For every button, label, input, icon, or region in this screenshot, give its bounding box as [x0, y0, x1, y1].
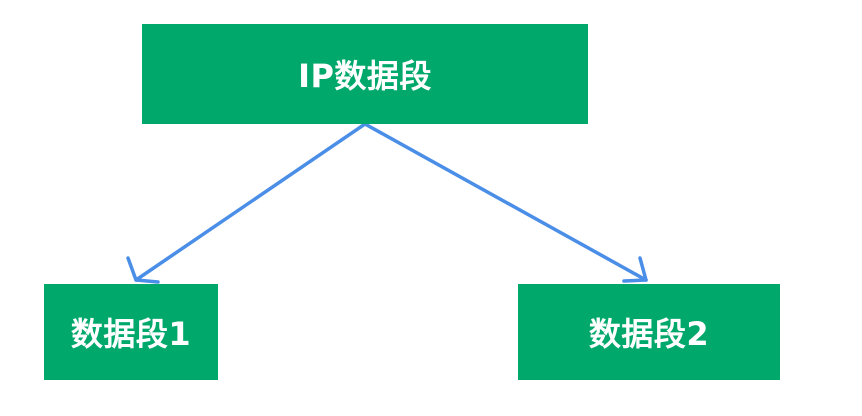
node-data-segment-2: 数据段2 — [518, 284, 780, 380]
node-label: 数据段2 — [588, 315, 710, 353]
arrow-top-to-right — [363, 122, 648, 283]
node-data-segment-1: 数据段1 — [44, 284, 218, 380]
arrow-top-to-left — [126, 122, 367, 284]
node-label: 数据段1 — [70, 315, 192, 353]
node-ip-data-segment: IP数据段 — [142, 24, 588, 124]
node-label: IP数据段 — [298, 57, 432, 95]
